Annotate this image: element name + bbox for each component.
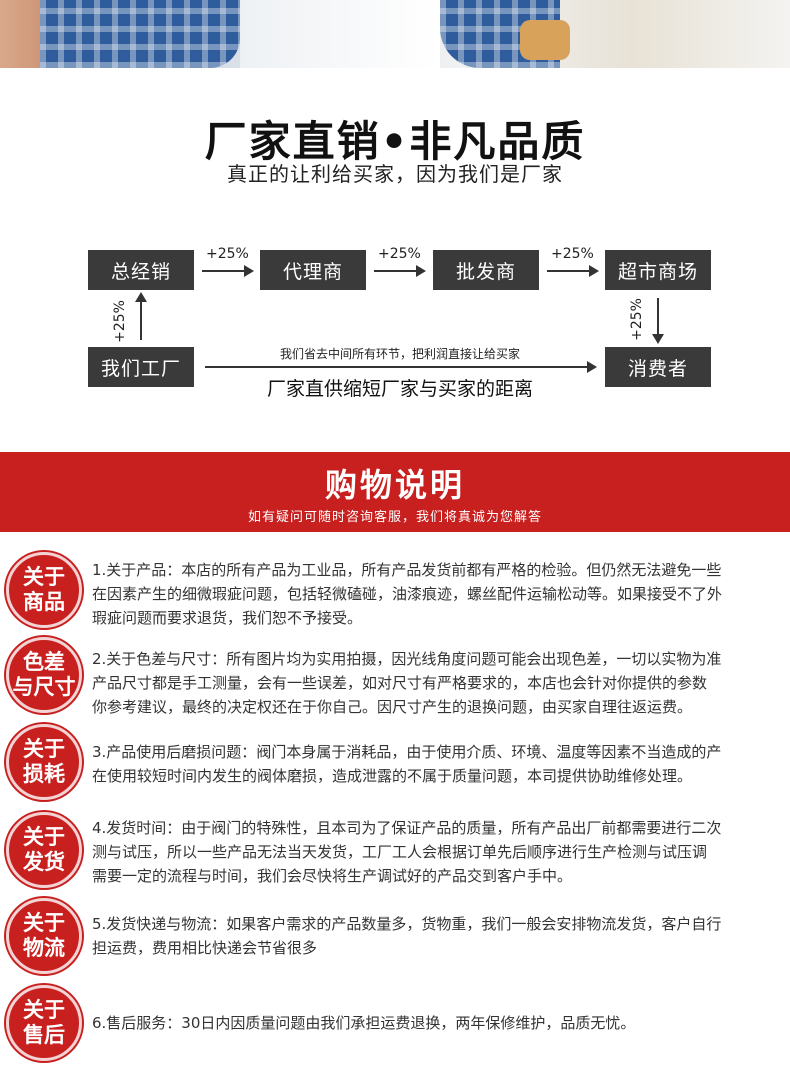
markup-label: +25% (112, 300, 128, 343)
note-line: 1.关于产品：本店的所有产品为工业品，所有产品发货前都有严格的检验。但仍然无法避… (92, 561, 722, 579)
note-badge-bottom: 损耗 (23, 762, 65, 786)
banner-subtitle: 如有疑问可随时咨询客服，我们将真诚为您解答 (247, 510, 542, 525)
note-text: 3.产品使用后磨损问题：阀门本身属于消耗品，由于使用介质、环境、温度等因素不当造… (92, 740, 790, 788)
note-text: 4.发货时间：由于阀门的特殊性，且本司为了保证产品的质量，所有产品出厂前都需要进… (92, 816, 790, 888)
node-wholesaler: 批发商 (433, 250, 539, 290)
note-badge: 关于 发货 (6, 812, 82, 888)
note-badge-bottom: 发货 (23, 850, 65, 874)
markup-label: +25% (551, 246, 594, 262)
hero-photo (0, 0, 790, 68)
flow-middle-caption: 厂家直供缩短厂家与买家的距离 (266, 378, 533, 400)
photo-white-shirt (240, 0, 440, 68)
note-line: 担运费，费用相比快递会节省很多 (92, 939, 318, 957)
note-badge-bottom: 售后 (23, 1023, 65, 1047)
arrow-down (652, 298, 664, 344)
note-badge: 关于 售后 (6, 985, 82, 1061)
node-agent: 代理商 (260, 250, 366, 290)
note-badge-top: 关于 (23, 737, 65, 761)
note-line: 测与试压，所以一些产品无法当天发货，工厂工人会根据订单先后顺序进行生产检测与试压… (92, 843, 708, 861)
note-badge: 关于 商品 (6, 552, 82, 628)
note-text: 1.关于产品：本店的所有产品为工业品，所有产品发货前都有严格的检验。但仍然无法避… (92, 558, 790, 630)
note-line: 产品尺寸都是手工测量，会有一些误差，如对尺寸有严格要求的，本店也会针对你提供的参… (92, 674, 708, 692)
banner-title: 购物说明 (324, 466, 465, 504)
note-line: 在使用较短时间内发生的阀体磨损，造成泄露的不属于质量问题，本司提供协助维修处理。 (92, 767, 693, 785)
note-text: 5.发货快递与物流：如果客户需求的产品数量多，货物重，我们一般会安排物流发货，客… (92, 912, 790, 960)
note-line: 需要一定的流程与时间，我们会尽快将生产调试好的产品交到客户手中。 (92, 867, 573, 885)
note-text: 2.关于色差与尺寸：所有图片均为实用拍摄，因光线角度问题可能会出现色差，一切以实… (92, 647, 790, 719)
flow-middle-note: 我们省去中间所有环节，把利润直接让给买家 (279, 347, 520, 361)
note-badge-top: 关于 (23, 998, 65, 1022)
slogan-subtitle: 真正的让利给买家，因为我们是厂家 (227, 162, 563, 186)
shopping-notes-banner: 购物说明 如有疑问可随时咨询客服，我们将真诚为您解答 (0, 452, 790, 532)
node-factory: 我们工厂 (88, 347, 194, 387)
note-badge-top: 关于 (23, 565, 65, 589)
note-line: 瑕疵问题而要求退货，我们恕不予接受。 (92, 609, 363, 627)
note-line: 你参考建议，最终的决定权还在于你自己。因尺寸产生的退换问题，由买家自理往返运费。 (92, 698, 693, 716)
node-supermarket: 超市商场 (605, 250, 711, 290)
markup-label: +25% (629, 298, 645, 341)
arrow-right (205, 361, 597, 373)
arrow-up (135, 292, 147, 340)
note-badge: 色差 与尺寸 (6, 637, 82, 713)
slogan-title: 厂家直销•非凡品质 (204, 117, 586, 166)
node-distributor: 总经销 (88, 250, 194, 290)
note-line: 在因素产生的细微瑕疵问题，包括轻微磕碰，油漆痕迹，螺丝配件运输松动等。如果接受不… (92, 585, 723, 603)
note-badge-bottom: 与尺寸 (12, 675, 76, 699)
note-badge-top: 关于 (23, 825, 65, 849)
note-badge: 关于 损耗 (6, 724, 82, 800)
note-badge-top: 色差 (23, 650, 65, 674)
arrow-right (374, 265, 426, 277)
photo-plaid-shirt (40, 0, 240, 68)
note-text: 6.售后服务：30日内因质量问题由我们承担运费退换，两年保修维护，品质无忧。 (92, 1011, 790, 1035)
arrow-right (202, 265, 254, 277)
note-badge-bottom: 物流 (23, 936, 65, 960)
note-line: 4.发货时间：由于阀门的特殊性，且本司为了保证产品的质量，所有产品出厂前都需要进… (92, 819, 722, 837)
note-line: 5.发货快递与物流：如果客户需求的产品数量多，货物重，我们一般会安排物流发货，客… (92, 915, 722, 933)
note-line: 6.售后服务：30日内因质量问题由我们承担运费退换，两年保修维护，品质无忧。 (92, 1014, 636, 1032)
node-consumer: 消费者 (605, 347, 711, 387)
note-badge-bottom: 商品 (23, 590, 65, 614)
note-line: 2.关于色差与尺寸：所有图片均为实用拍摄，因光线角度问题可能会出现色差，一切以实… (92, 650, 722, 668)
markup-label: +25% (206, 246, 249, 262)
photo-food (520, 20, 570, 60)
note-badge-top: 关于 (23, 911, 65, 935)
note-line: 3.产品使用后磨损问题：阀门本身属于消耗品，由于使用介质、环境、温度等因素不当造… (92, 743, 722, 761)
markup-label: +25% (378, 246, 421, 262)
note-badge: 关于 物流 (6, 898, 82, 974)
arrow-right (547, 265, 599, 277)
